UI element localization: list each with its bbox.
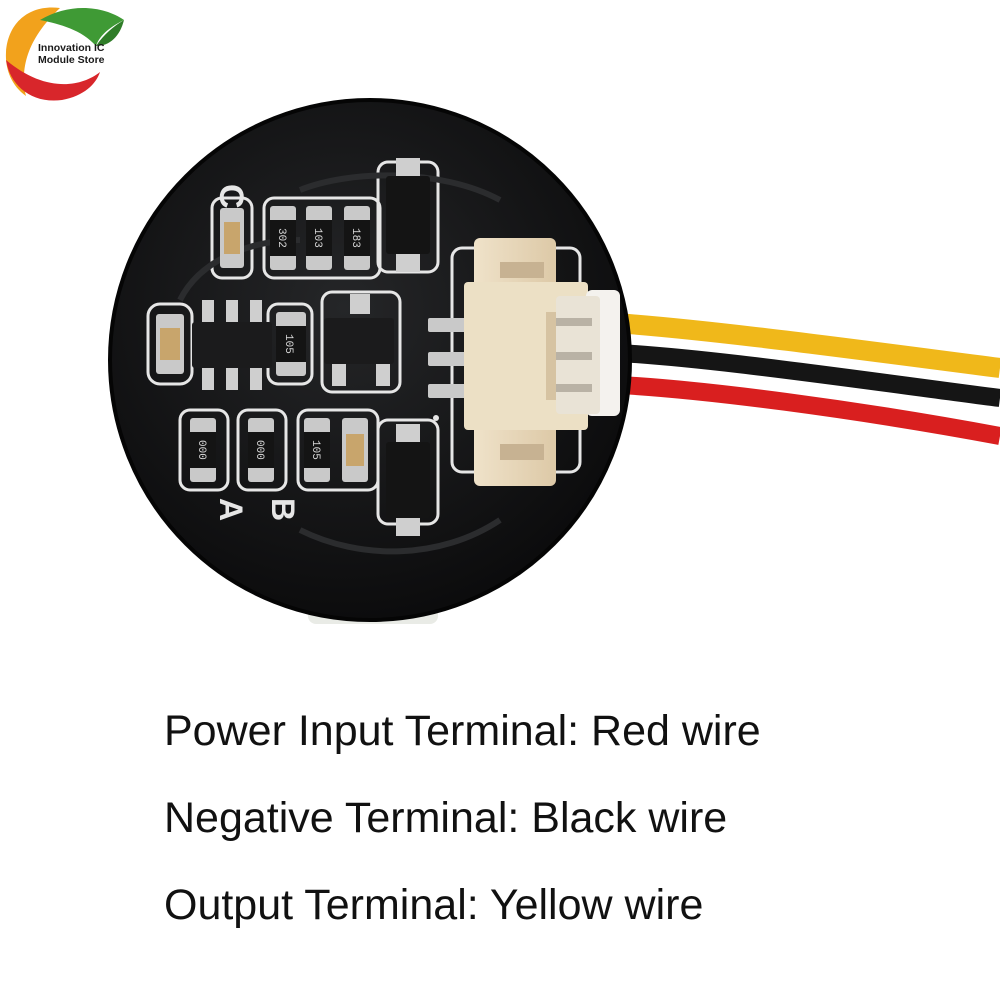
black-wire bbox=[599, 343, 1000, 407]
component-codes: 302 103 183 105 000 000 105 bbox=[195, 228, 361, 460]
store-name-line1: Innovation IC bbox=[38, 42, 105, 54]
store-name-line2: Module Store bbox=[38, 54, 105, 66]
red-wire bbox=[599, 375, 1000, 445]
diode-components bbox=[386, 158, 430, 536]
code-000-b: 000 bbox=[253, 440, 265, 460]
store-logo bbox=[5, 7, 124, 101]
code-105-bottom: 105 bbox=[309, 440, 321, 460]
silkscreen-label-a: A bbox=[213, 498, 249, 521]
wire-bundle bbox=[599, 312, 1000, 445]
code-183: 183 bbox=[349, 228, 361, 248]
store-name: Innovation IC Module Store bbox=[38, 42, 128, 66]
logo-leaf-green-dark bbox=[96, 20, 124, 46]
connector-pins bbox=[428, 318, 468, 398]
transistor bbox=[324, 294, 394, 386]
pcb-edge bbox=[108, 98, 632, 622]
jst-connector bbox=[464, 238, 620, 486]
silkscreen-label-c: C bbox=[212, 184, 250, 209]
caption-power-terminal: Power Input Terminal: Red wire bbox=[164, 707, 761, 755]
code-302: 302 bbox=[275, 228, 287, 248]
silkscreen-dot bbox=[433, 415, 439, 421]
caption-negative-terminal: Negative Terminal: Black wire bbox=[164, 794, 728, 842]
logo-leaf-red bbox=[6, 60, 100, 101]
resistor-components bbox=[190, 206, 370, 482]
caption-output-terminal: Output Terminal: Yellow wire bbox=[164, 881, 704, 929]
code-105-top: 105 bbox=[282, 334, 294, 354]
silkscreen-label-b: B bbox=[265, 498, 301, 521]
code-000-a: 000 bbox=[195, 440, 207, 460]
logo-leaf-green bbox=[40, 7, 124, 47]
yellow-wire bbox=[599, 312, 1000, 378]
capacitor-components bbox=[156, 208, 368, 482]
code-103: 103 bbox=[311, 228, 323, 248]
ic-chip bbox=[192, 300, 272, 390]
sensor-board-photo: C A B 302 103 183 105 000 000 105 bbox=[108, 98, 1000, 624]
